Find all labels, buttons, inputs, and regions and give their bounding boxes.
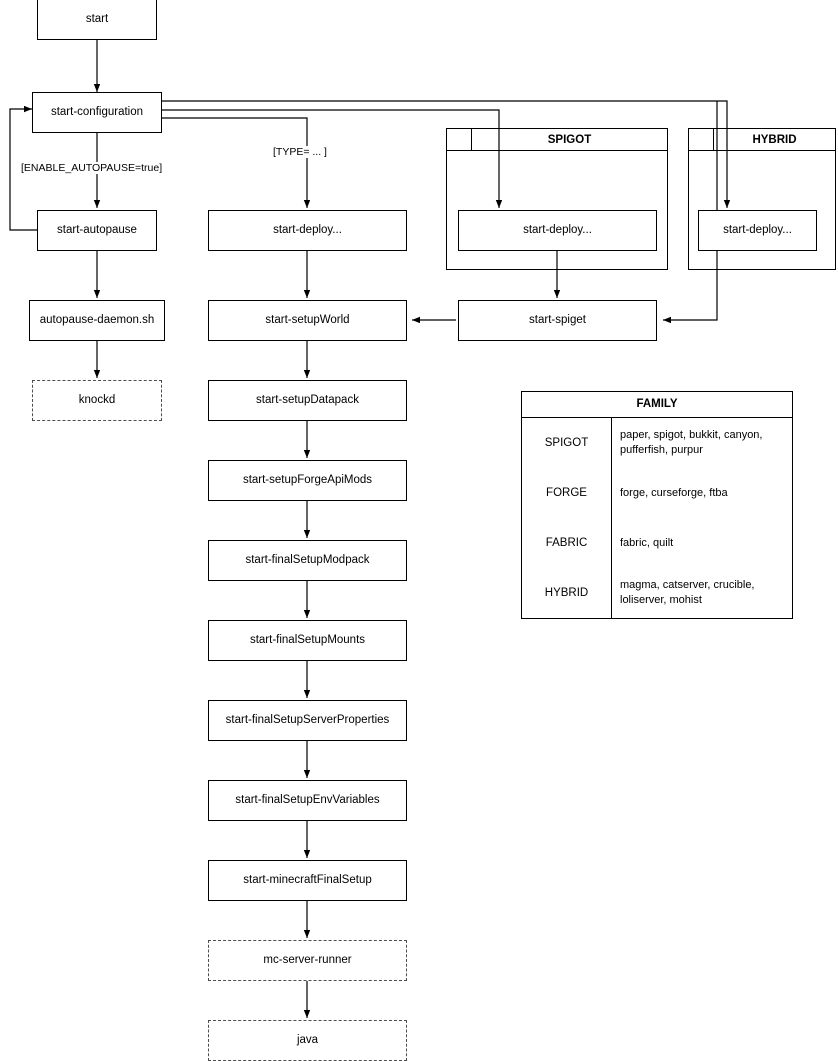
node-start-setupworld-label: start-setupWorld	[265, 313, 350, 326]
node-autopause-daemon-sh[interactable]: autopause-daemon.sh	[29, 300, 165, 341]
node-mc-server-runner[interactable]: mc-server-runner	[208, 940, 407, 981]
edge-label-enable-autopause: [ENABLE_AUTOPAUSE=true]	[20, 162, 164, 174]
node-start-deploy-hybrid[interactable]: start-deploy...	[698, 210, 817, 251]
edge-label-type: [TYPE= ... ]	[272, 146, 328, 158]
node-start-configuration-label: start-configuration	[50, 105, 144, 118]
family-legend-row: FORGE forge, curseforge, ftba	[522, 468, 792, 518]
node-start-finalsetupmodpack[interactable]: start-finalSetupModpack	[208, 540, 407, 581]
node-knockd[interactable]: knockd	[32, 380, 162, 421]
node-start-minecraftfinalsetup[interactable]: start-minecraftFinalSetup	[208, 860, 407, 901]
family-legend-body: SPIGOT paper, spigot, bukkit, canyon, pu…	[522, 418, 792, 618]
family-legend-value: paper, spigot, bukkit, canyon, pufferfis…	[620, 429, 763, 456]
node-start-deploy-main-label: start-deploy...	[273, 223, 342, 236]
node-mc-server-runner-label: mc-server-runner	[263, 953, 352, 966]
node-start-deploy-spigot-label: start-deploy...	[523, 223, 592, 236]
node-autopause-daemon-sh-label: autopause-daemon.sh	[39, 313, 155, 326]
node-start-deploy-spigot[interactable]: start-deploy...	[458, 210, 657, 251]
family-legend-row: HYBRID magma, catserver, crucible, lolis…	[522, 568, 792, 618]
edge-configuration-to-deploy-main	[157, 117, 311, 208]
node-java[interactable]: java	[208, 1020, 407, 1061]
node-start-deploy-main[interactable]: start-deploy...	[208, 210, 407, 251]
node-start-spiget-label: start-spiget	[529, 313, 586, 326]
family-legend-key: FORGE	[522, 468, 612, 518]
family-legend-key: SPIGOT	[522, 418, 612, 468]
swimlane-spigot-label: SPIGOT	[547, 133, 592, 146]
node-start-setupforgeapimods[interactable]: start-setupForgeApiMods	[208, 460, 407, 501]
family-legend-row: FABRIC fabric, quilt	[522, 518, 792, 568]
node-start-finalsetupenvvariables-label: start-finalSetupEnvVariables	[235, 793, 380, 806]
node-start-autopause[interactable]: start-autopause	[37, 210, 157, 251]
swimlane-hybrid-header: HYBRID	[714, 128, 836, 151]
node-start[interactable]: start	[37, 0, 157, 40]
node-start-setupdatapack-label: start-setupDatapack	[256, 393, 359, 406]
family-legend-title: FAMILY	[522, 392, 792, 418]
node-start-setupworld[interactable]: start-setupWorld	[208, 300, 407, 341]
swimlane-hybrid-corner	[688, 128, 714, 151]
node-start-finalsetupmounts[interactable]: start-finalSetupMounts	[208, 620, 407, 661]
swimlane-spigot-header: SPIGOT	[472, 128, 668, 151]
family-legend-row: SPIGOT paper, spigot, bukkit, canyon, pu…	[522, 418, 792, 468]
node-start-label: start	[85, 12, 109, 25]
node-start-setupdatapack[interactable]: start-setupDatapack	[208, 380, 407, 421]
family-legend-value: fabric, quilt	[620, 536, 674, 549]
node-start-finalsetupserverproperties[interactable]: start-finalSetupServerProperties	[208, 700, 407, 741]
node-java-label: java	[296, 1033, 319, 1046]
node-start-finalsetupenvvariables[interactable]: start-finalSetupEnvVariables	[208, 780, 407, 821]
node-knockd-label: knockd	[78, 393, 116, 406]
node-start-deploy-hybrid-label: start-deploy...	[723, 223, 792, 236]
node-start-configuration[interactable]: start-configuration	[32, 92, 162, 133]
family-legend-key: HYBRID	[522, 568, 612, 618]
node-start-spiget[interactable]: start-spiget	[458, 300, 657, 341]
family-legend-key: FABRIC	[522, 518, 612, 568]
node-start-autopause-label: start-autopause	[57, 223, 137, 236]
family-legend-value: forge, curseforge, ftba	[620, 486, 728, 499]
node-start-finalsetupserverproperties-label: start-finalSetupServerProperties	[225, 713, 390, 726]
swimlane-spigot-corner	[446, 128, 472, 151]
swimlane-hybrid-label: HYBRID	[752, 133, 797, 146]
node-start-setupforgeapimods-label: start-setupForgeApiMods	[242, 473, 373, 486]
node-start-finalsetupmodpack-label: start-finalSetupModpack	[245, 553, 370, 566]
node-start-finalsetupmounts-label: start-finalSetupMounts	[249, 633, 366, 646]
family-legend-value: magma, catserver, crucible, loliserver, …	[620, 579, 755, 606]
family-legend-table: FAMILY SPIGOT paper, spigot, bukkit, can…	[521, 391, 793, 619]
node-start-minecraftfinalsetup-label: start-minecraftFinalSetup	[243, 873, 372, 886]
